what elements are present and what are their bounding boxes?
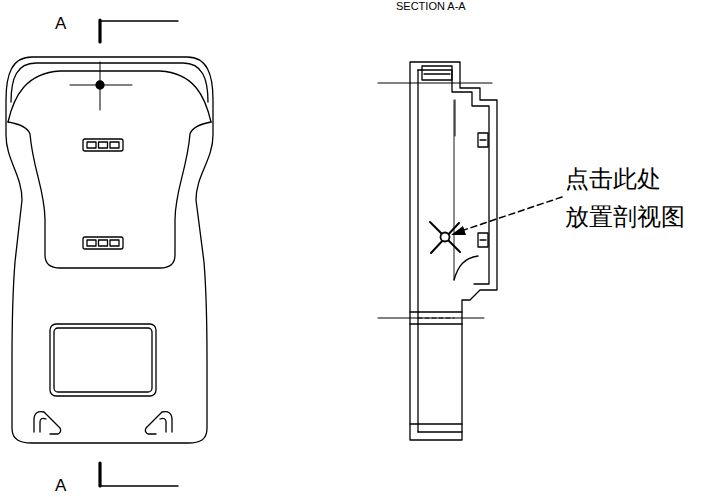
- view-title: SECTION A-A: [396, 0, 466, 12]
- section-letter: A: [55, 476, 66, 496]
- callout-note: 点击此处 放置剖视图: [565, 160, 715, 236]
- callout-leader: [451, 197, 562, 235]
- section-letter: A: [55, 14, 66, 34]
- front-view: [6, 57, 213, 443]
- section-cut-mark: [100, 20, 178, 486]
- section-view: [378, 62, 497, 440]
